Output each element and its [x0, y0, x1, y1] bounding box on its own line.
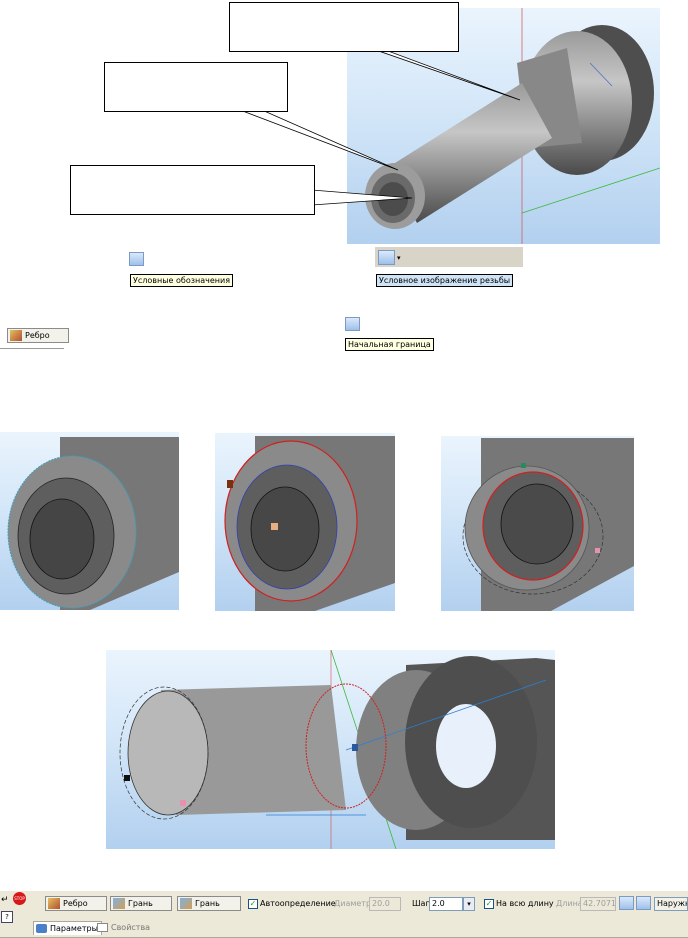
model-viewport-bottom[interactable]	[106, 650, 555, 849]
length-label: Длина	[556, 899, 583, 908]
diameter-field[interactable]: 20.0	[369, 897, 401, 911]
small-edge-button[interactable]: Ребро	[7, 328, 69, 343]
auto-detect-label: Автоопределение	[260, 899, 336, 908]
auto-detect-checkbox[interactable]: ✓	[248, 899, 258, 909]
start-boundary-tooltip: Начальная граница	[345, 338, 434, 351]
detail-view-2[interactable]	[215, 433, 395, 611]
face2-label: Грань	[195, 899, 220, 908]
face-button-1[interactable]: Грань	[110, 896, 172, 911]
thread-type-field[interactable]: Наружна	[654, 897, 688, 911]
tab-parameters-label: Параметры	[50, 924, 98, 933]
bolt-model	[365, 8, 660, 244]
help-icon[interactable]: ?	[1, 911, 13, 923]
edge-label: Ребро	[63, 899, 88, 908]
tab-properties-label: Свойства	[111, 923, 151, 932]
shaft-end-detail-3	[462, 438, 634, 611]
thread-image-button-icon[interactable]	[378, 250, 395, 265]
callout-box-2	[104, 62, 288, 112]
tab-parameters[interactable]: Параметры	[33, 921, 102, 935]
small-edge-label: Ребро	[25, 331, 50, 340]
thread-toolbar-strip	[375, 247, 523, 267]
face-icon	[113, 898, 125, 909]
thread-image-tooltip: Условное изображение резьбы	[376, 274, 514, 287]
edge-button[interactable]: Ребро	[45, 896, 107, 911]
face-icon	[180, 898, 192, 909]
symbols-button-icon[interactable]	[129, 252, 144, 266]
face1-label: Грань	[128, 899, 153, 908]
start-boundary-button-icon[interactable]	[345, 317, 360, 331]
property-panel: ↵ STOP ? Ребро Грань Грань ✓ Автоопредел…	[0, 890, 688, 938]
reverse-icon[interactable]	[636, 896, 651, 910]
enter-icon[interactable]: ↵	[1, 895, 9, 905]
callout-leaders	[239, 47, 521, 206]
direction-icon[interactable]	[619, 896, 634, 910]
bolt-thread-preview	[119, 650, 555, 849]
small-toolbar-base-line	[0, 348, 64, 349]
edge-icon	[10, 330, 22, 341]
chevron-down-icon[interactable]: ▾	[397, 254, 401, 262]
detail-view-3[interactable]	[441, 436, 634, 611]
stop-icon[interactable]: STOP	[13, 892, 26, 905]
model-viewport-top[interactable]	[347, 8, 660, 244]
face-button-2[interactable]: Грань	[177, 896, 241, 911]
edge-icon	[48, 898, 60, 909]
step-label: Шаг	[412, 899, 430, 908]
callout-box-3	[70, 165, 315, 215]
step-field[interactable]: 2.0	[429, 897, 463, 911]
parameters-icon	[36, 924, 47, 933]
length-field[interactable]: 42.7071	[580, 897, 616, 911]
diameter-label: Диаметр	[334, 899, 372, 908]
shaft-end-detail-1	[7, 437, 179, 610]
chevron-down-icon[interactable]: ▾	[463, 897, 475, 911]
properties-icon	[97, 923, 108, 932]
callout-box-1	[229, 2, 459, 52]
shaft-end-detail-2	[224, 436, 395, 611]
tab-properties[interactable]: Свойства	[95, 921, 153, 935]
detail-view-1[interactable]	[0, 432, 179, 610]
full-length-checkbox[interactable]: ✓	[484, 899, 494, 909]
symbols-tooltip: Условные обозначения	[130, 274, 234, 287]
full-length-label: На всю длину	[496, 899, 554, 908]
